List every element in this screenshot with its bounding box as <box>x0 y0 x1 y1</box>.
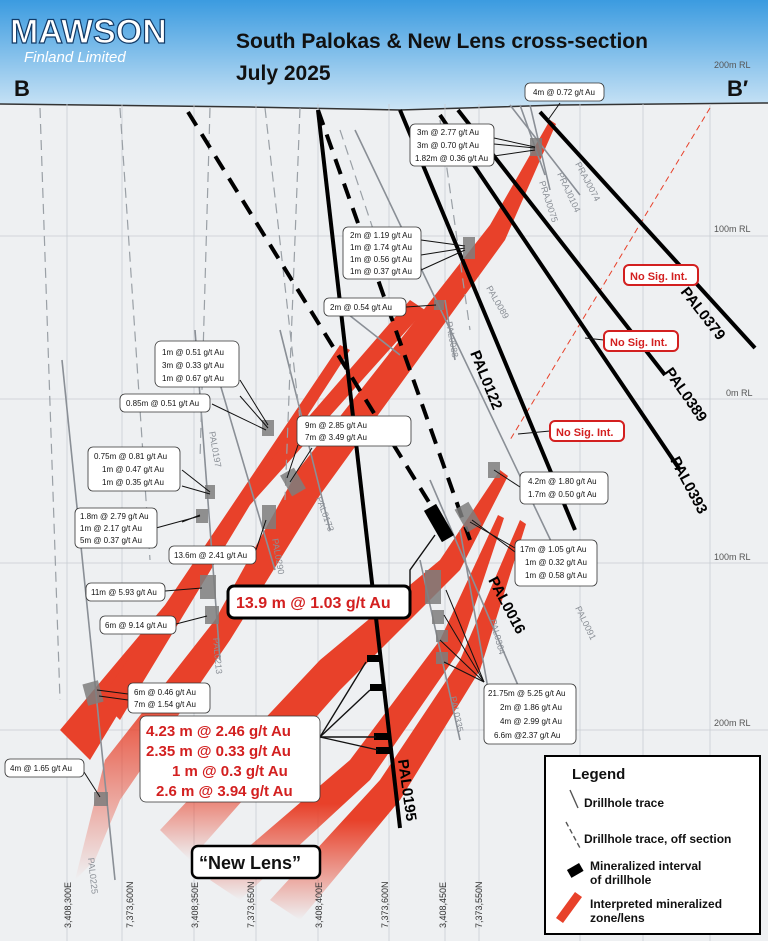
grid-label: 7,373,600N <box>380 881 390 928</box>
planned-trace <box>509 107 711 441</box>
rl-label: 100m RL <box>714 552 751 562</box>
highlight-interval: 2.6 m @ 3.94 g/t Au <box>156 783 293 800</box>
intercept-text: 1m @ 2.17 g/t Au <box>80 524 142 533</box>
intercept-text: 6m @ 0.46 g/t Au <box>134 688 196 697</box>
grid-label: 3,408,300E <box>63 882 73 928</box>
legend-interval-swatch <box>566 863 584 878</box>
legend-offsection-swatch <box>565 821 581 849</box>
intercept-text: 1m @ 0.47 g/t Au <box>102 465 164 474</box>
intercept-text: 1.8m @ 2.79 g/t Au <box>80 512 149 521</box>
legend-box <box>544 755 761 935</box>
no-sig-label: No Sig. Int. <box>610 337 667 349</box>
intercept-markers <box>82 138 542 806</box>
drillhole-label: PAL0213 <box>211 637 224 674</box>
highlight-interval: 2.35 m @ 0.33 g/t Au <box>146 743 291 760</box>
intercept-text: 13.6m @ 2.41 g/t Au <box>174 551 247 560</box>
highlight-interval: 4.23 m @ 2.46 g/t Au <box>146 723 291 740</box>
drillhole-label: PAL0225 <box>86 857 100 894</box>
intercept-text: 17m @ 1.05 g/t Au <box>520 545 586 554</box>
figure-date: July 2025 <box>236 62 331 85</box>
intercept-text: 4m @ 2.99 g/t Au <box>500 717 562 726</box>
intercept-text: 2m @ 0.54 g/t Au <box>330 303 392 312</box>
logo-text: MAWSON <box>10 13 167 51</box>
highlight-box <box>226 584 412 620</box>
legend-item: Drillhole trace <box>584 796 664 810</box>
legend-item: of drillhole <box>590 873 652 887</box>
black-drillholes <box>316 108 757 829</box>
intercept-text: 11m @ 5.93 g/t Au <box>91 588 157 597</box>
logo-subtitle: Finland Limited <box>24 49 126 66</box>
header-band <box>0 0 768 112</box>
intercept-text: 2m @ 1.86 g/t Au <box>500 703 562 712</box>
intercept-text: 4.2m @ 1.80 g/t Au <box>528 477 597 486</box>
intercept-text: 3m @ 0.70 g/t Au <box>417 141 479 150</box>
grid-label: 7,373,600N <box>125 881 135 928</box>
intercept-text: 1m @ 0.37 g/t Au <box>350 267 412 276</box>
no-sig-label: No Sig. Int. <box>556 427 613 439</box>
highlight-arrows <box>319 534 436 751</box>
mineralized-intervals <box>367 503 455 754</box>
section-end-label: B′ <box>727 76 748 101</box>
intercept-text: 1m @ 0.51 g/t Au <box>162 348 224 357</box>
intercept-text: 1.7m @ 0.50 g/t Au <box>528 490 597 499</box>
mineralized-zone <box>270 520 526 920</box>
legend-trace-swatch <box>569 789 579 809</box>
legend-zone-swatch <box>556 892 582 923</box>
intercept-text: 0.75m @ 0.81 g/t Au <box>94 452 167 461</box>
intercept-text: 2m @ 1.19 g/t Au <box>350 231 412 240</box>
intercept-text: 1m @ 0.67 g/t Au <box>162 374 224 383</box>
figure-title: South Palokas & New Lens cross-section <box>236 30 648 53</box>
rl-label: 0m RL <box>726 388 753 398</box>
no-sig-callouts: No Sig. Int. No Sig. Int. No Sig. Int. <box>549 264 699 442</box>
intercept-text: 1.82m @ 0.36 g/t Au <box>415 154 488 163</box>
grid-label: 3,408,400E <box>314 882 324 928</box>
intercept-text: 3m @ 0.33 g/t Au <box>162 361 224 370</box>
grid-label: 3,408,450E <box>438 882 448 928</box>
new-lens-label: “New Lens” <box>199 853 301 873</box>
intercept-text: 21.75m @ 5.25 g/t Au <box>488 689 566 698</box>
grid-label: 3,408,350E <box>190 882 200 928</box>
rl-label: 100m RL <box>714 224 751 234</box>
intercept-text: 6.6m @2.37 g/t Au <box>494 731 560 740</box>
legend: Legend Drillhole trace Drillhole trace, … <box>544 755 761 935</box>
intercept-text: 4m @ 1.65 g/t Au <box>10 764 72 773</box>
section-start-label: B <box>14 76 30 101</box>
intercept-text: 0.85m @ 0.51 g/t Au <box>126 399 199 408</box>
pal0195-highlight-box <box>139 715 321 803</box>
callout-leaders <box>83 102 665 798</box>
intercept-text: 7m @ 3.49 g/t Au <box>305 433 367 442</box>
grid-label: 7,373,550N <box>474 881 484 928</box>
intercept-text: 1m @ 0.32 g/t Au <box>525 558 587 567</box>
black-dashed-drillholes <box>186 109 472 541</box>
intercept-text: 6m @ 9.14 g/t Au <box>105 621 167 630</box>
legend-item: Mineralized interval <box>590 859 701 873</box>
intercept-callouts: 4m @ 0.72 g/t Au 3m @ 2.77 g/t Au 3m @ 0… <box>4 82 609 778</box>
highlight-interval: 1 m @ 0.3 g/t Au <box>172 763 288 780</box>
grid-label: 7,373,650N <box>246 881 256 928</box>
intercept-text: 4m @ 0.72 g/t Au <box>533 88 595 97</box>
intercept-text: 1m @ 1.74 g/t Au <box>350 243 412 252</box>
no-sig-label: No Sig. Int. <box>630 271 687 283</box>
intercept-text: 1m @ 0.35 g/t Au <box>102 478 164 487</box>
intercept-text: 3m @ 2.77 g/t Au <box>417 128 479 137</box>
legend-item: Interpreted mineralized <box>590 897 722 911</box>
legend-title: Legend <box>572 766 625 783</box>
mineralized-zone <box>100 300 425 720</box>
highlight-main-text: 13.9 m @ 1.03 g/t Au <box>236 595 391 612</box>
intercept-text: 1m @ 0.58 g/t Au <box>525 571 587 580</box>
rl-label: 200m RL <box>714 718 751 728</box>
rl-label: 200m RL <box>714 60 751 70</box>
intercept-text: 7m @ 1.54 g/t Au <box>134 700 196 709</box>
intercept-text: 9m @ 2.85 g/t Au <box>305 421 367 430</box>
new-lens-box <box>190 844 322 880</box>
legend-item: zone/lens <box>590 911 645 925</box>
intercept-text: 5m @ 0.37 g/t Au <box>80 536 142 545</box>
legend-item: Drillhole trace, off section <box>584 832 731 846</box>
intercept-text: 1m @ 0.56 g/t Au <box>350 255 412 264</box>
